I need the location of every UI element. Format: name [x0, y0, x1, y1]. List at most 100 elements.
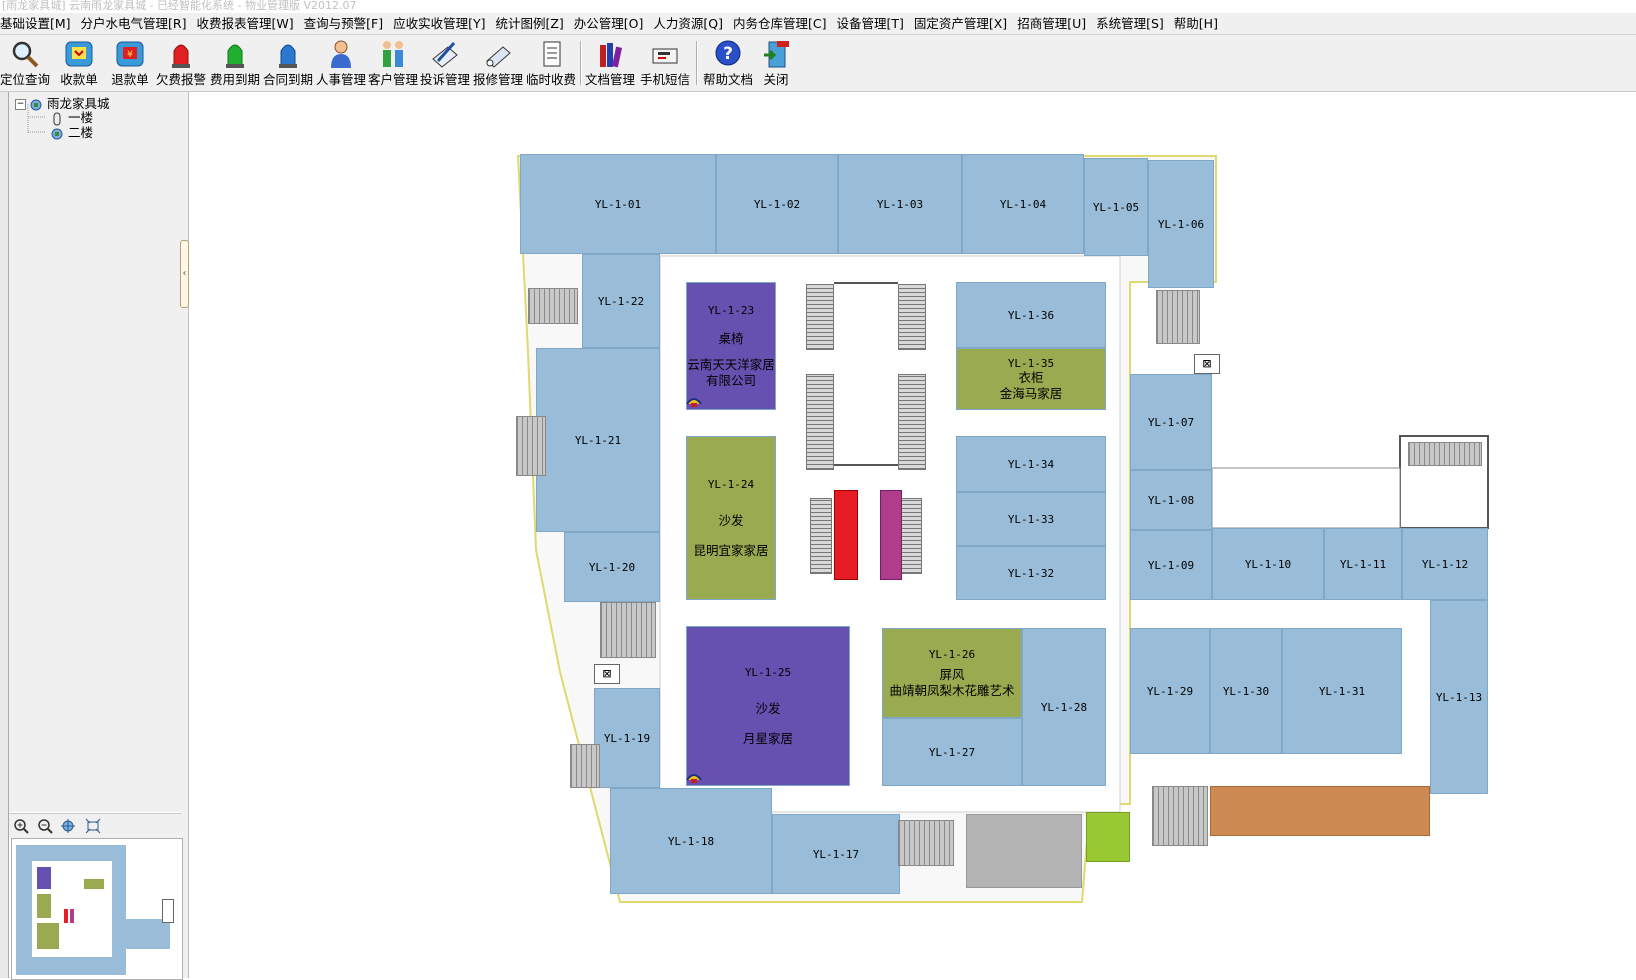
- help-question-icon: ?: [715, 40, 741, 66]
- left-vertical-tabs[interactable]: [0, 92, 9, 978]
- shop-yl-1-01[interactable]: YL-1-01: [520, 154, 716, 254]
- books-icon: [600, 43, 623, 68]
- fax-icon: [652, 48, 678, 64]
- refund-button[interactable]: ¥ 退款单: [108, 37, 152, 89]
- toolbar: 定位查询 收款单 ¥ 退款单 欠费报警 费用到期 合同到期 人事管理 客户管理 …: [0, 35, 1636, 92]
- orange-unit[interactable]: [1210, 786, 1430, 836]
- pan-icon[interactable]: [60, 818, 76, 834]
- shop-yl-1-12[interactable]: YL-1-12: [1402, 528, 1488, 600]
- complaint-management-button[interactable]: 投诉管理: [420, 37, 470, 89]
- escalator: [806, 374, 834, 470]
- panel-splitter[interactable]: [180, 92, 189, 978]
- escalator: [806, 284, 834, 350]
- sms-button[interactable]: 手机短信: [639, 37, 691, 89]
- tree-collapse-toggle[interactable]: −: [15, 99, 26, 110]
- people-icon: [383, 41, 403, 67]
- magenta-kiosk[interactable]: [880, 490, 902, 580]
- menu-fixed-assets[interactable]: 固定资产管理[X]: [913, 16, 1008, 31]
- stairwell: [1152, 786, 1208, 846]
- zoom-in-icon[interactable]: [13, 818, 29, 834]
- toolbar-separator: [580, 41, 582, 85]
- shop-yl-1-04[interactable]: YL-1-04: [962, 154, 1084, 254]
- shop-yl-1-35[interactable]: YL-1-35 衣柜 金海马家居: [956, 348, 1106, 410]
- shop-yl-1-30[interactable]: YL-1-30: [1210, 628, 1282, 754]
- floor-node-icon: [53, 112, 61, 126]
- receipt-button[interactable]: 收款单: [54, 37, 104, 89]
- shop-yl-1-26[interactable]: YL-1-26 屏风 曲靖朝凤梨木花雕艺术: [882, 628, 1022, 718]
- building-node-icon: [30, 99, 42, 111]
- menu-query-alerts[interactable]: 查询与预警[F]: [303, 16, 384, 31]
- tree-root-mall[interactable]: 雨龙家具城: [47, 96, 110, 111]
- shop-yl-1-31[interactable]: YL-1-31: [1282, 628, 1402, 754]
- menu-receivables[interactable]: 应收实收管理[Y]: [393, 16, 486, 31]
- shop-yl-1-07[interactable]: YL-1-07: [1130, 374, 1212, 470]
- shop-yl-1-02[interactable]: YL-1-02: [716, 154, 838, 254]
- tree-item-floor-1[interactable]: 一楼: [68, 110, 94, 125]
- minimap[interactable]: [11, 838, 183, 980]
- document-management-button[interactable]: 文档管理: [584, 37, 636, 89]
- collapse-panel-handle[interactable]: ‹: [180, 240, 189, 308]
- shop-yl-1-36[interactable]: YL-1-36: [956, 282, 1106, 348]
- stairwell: [1156, 290, 1200, 344]
- hr-management-button[interactable]: 人事管理: [316, 37, 366, 89]
- menu-equipment[interactable]: 设备管理[T]: [836, 16, 904, 31]
- tenant-marker-icon: [686, 774, 702, 783]
- menu-warehouse[interactable]: 内务仓库管理[C]: [732, 16, 827, 31]
- shop-yl-1-09[interactable]: YL-1-09: [1130, 530, 1212, 600]
- menu-office[interactable]: 办公管理[O]: [573, 16, 644, 31]
- menu-basic-settings[interactable]: 基础设置[M]: [0, 16, 71, 31]
- shop-yl-1-08[interactable]: YL-1-08: [1130, 470, 1212, 530]
- shop-yl-1-19[interactable]: YL-1-19: [594, 688, 660, 788]
- shop-yl-1-25[interactable]: YL-1-25 沙发 月星家居: [686, 626, 850, 786]
- shop-yl-1-05[interactable]: YL-1-05: [1084, 158, 1148, 256]
- green-unit[interactable]: [1086, 812, 1130, 862]
- fee-due-button[interactable]: 费用到期: [210, 37, 260, 89]
- shop-yl-1-10[interactable]: YL-1-10: [1212, 528, 1324, 600]
- menu-statistics[interactable]: 统计图例[Z]: [495, 16, 564, 31]
- shop-yl-1-34[interactable]: YL-1-34: [956, 436, 1106, 492]
- shop-yl-1-32[interactable]: YL-1-32: [956, 546, 1106, 600]
- repair-management-button[interactable]: 报修管理: [472, 37, 524, 89]
- locate-query-button[interactable]: 定位查询: [0, 37, 50, 89]
- arrears-alarm-button[interactable]: 欠费报警: [156, 37, 206, 89]
- svg-text:¥: ¥: [127, 50, 133, 60]
- menu-hr[interactable]: 人力资源[Q]: [653, 16, 723, 31]
- shop-yl-1-17[interactable]: YL-1-17: [772, 814, 900, 894]
- shop-yl-1-06[interactable]: YL-1-06: [1148, 160, 1214, 288]
- menu-system[interactable]: 系统管理[S]: [1096, 16, 1164, 31]
- floor-plan-canvas[interactable]: YL-1-01 YL-1-02 YL-1-03 YL-1-04 YL-1-05 …: [190, 92, 1636, 978]
- temporary-fee-button[interactable]: 临时收费: [526, 37, 576, 89]
- help-docs-button[interactable]: ? 帮助文档: [702, 37, 754, 89]
- customer-management-button[interactable]: 客户管理: [368, 37, 418, 89]
- grey-unit[interactable]: [966, 814, 1082, 888]
- shop-yl-1-24[interactable]: YL-1-24 沙发 昆明宜家家居: [686, 436, 776, 600]
- menu-fee-reports[interactable]: 收费报表管理[W]: [196, 16, 294, 31]
- shop-yl-1-23[interactable]: YL-1-23 桌椅 云南天天洋家居 有限公司: [686, 282, 776, 410]
- shop-yl-1-33[interactable]: YL-1-33: [956, 492, 1106, 546]
- shop-yl-1-13[interactable]: YL-1-13: [1430, 600, 1488, 794]
- menu-leasing[interactable]: 招商管理[U]: [1017, 16, 1087, 31]
- minimap-toolbar: [9, 813, 181, 838]
- shop-yl-1-28[interactable]: YL-1-28: [1022, 628, 1106, 786]
- shop-yl-1-18[interactable]: YL-1-18: [610, 788, 772, 894]
- shop-yl-1-22[interactable]: YL-1-22: [582, 254, 660, 348]
- stairwell: [570, 744, 600, 788]
- contract-due-button[interactable]: 合同到期: [263, 37, 313, 89]
- zoom-out-icon[interactable]: [37, 818, 53, 834]
- menu-help[interactable]: 帮助[H]: [1173, 16, 1218, 31]
- shop-yl-1-20[interactable]: YL-1-20: [564, 532, 660, 602]
- shop-yl-1-29[interactable]: YL-1-29: [1130, 628, 1210, 754]
- shop-yl-1-21[interactable]: YL-1-21: [536, 348, 660, 532]
- shop-yl-1-03[interactable]: YL-1-03: [838, 154, 962, 254]
- red-kiosk[interactable]: [834, 490, 858, 580]
- menu-bar: 基础设置[M] 分户水电气管理[R] 收费报表管理[W] 查询与预警[F] 应收实收管理…: [0, 13, 1636, 35]
- tree-item-floor-2[interactable]: 二楼: [68, 125, 94, 140]
- menu-utilities[interactable]: 分户水电气管理[R]: [80, 16, 187, 31]
- floor-node-icon: [51, 128, 63, 140]
- shop-yl-1-11[interactable]: YL-1-11: [1324, 528, 1402, 600]
- close-button[interactable]: 关闭: [757, 37, 795, 89]
- atrium-void: [834, 282, 898, 466]
- fit-to-window-icon[interactable]: [85, 818, 101, 834]
- escalator: [898, 374, 926, 470]
- shop-yl-1-27[interactable]: YL-1-27: [882, 718, 1022, 786]
